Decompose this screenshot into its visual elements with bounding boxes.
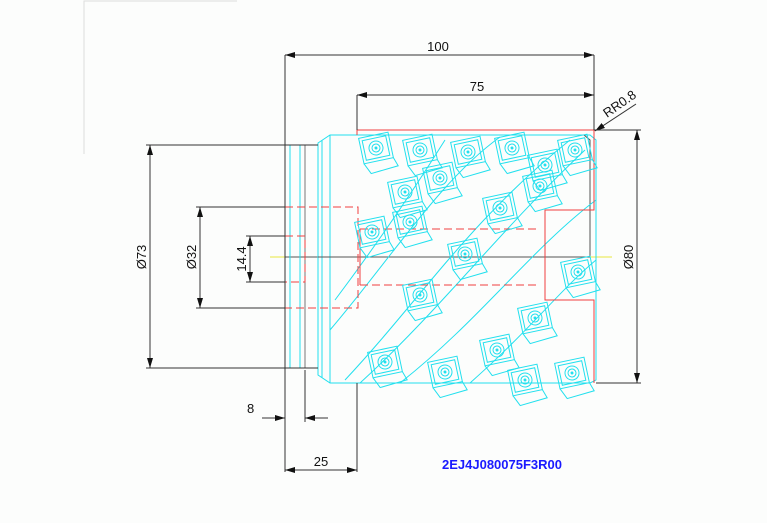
dimension-shank-diameter: Ø73 bbox=[134, 144, 318, 369]
cutting-insert bbox=[392, 205, 433, 249]
keyway-label: 14.4 bbox=[234, 246, 249, 271]
cutting-insert bbox=[450, 135, 491, 179]
cutting-insert bbox=[494, 131, 535, 175]
dimension-cutting-length: 75 bbox=[356, 79, 594, 130]
cutting-insert bbox=[367, 345, 408, 389]
cutting-insert bbox=[479, 333, 520, 377]
dimension-flange-width: 8 bbox=[247, 370, 328, 422]
cutting-insert bbox=[427, 355, 468, 399]
dim-100-label: 100 bbox=[427, 39, 449, 54]
dimension-keyway: 14.4 bbox=[234, 235, 285, 283]
dim-8-label: 8 bbox=[247, 401, 254, 416]
hidden-lines bbox=[285, 129, 595, 383]
dimension-shank-length: 25 bbox=[285, 383, 358, 473]
cutting-insert bbox=[402, 278, 443, 322]
cutting-insert bbox=[507, 363, 548, 407]
cutting-insert bbox=[482, 191, 523, 235]
dim-75-label: 75 bbox=[470, 79, 484, 94]
cutting-insert bbox=[527, 148, 568, 192]
dia-73-label: Ø73 bbox=[134, 245, 149, 270]
cutting-insert bbox=[557, 133, 598, 177]
part-number: 2EJ4J080075F3R00 bbox=[442, 457, 562, 472]
cutting-insert bbox=[554, 356, 595, 400]
dim-25-label: 25 bbox=[314, 454, 328, 469]
inserts-group bbox=[354, 131, 601, 407]
cutting-insert bbox=[354, 215, 395, 259]
dimension-overall-length: 100 bbox=[284, 39, 595, 472]
cutting-insert bbox=[560, 255, 601, 299]
cutting-insert bbox=[447, 237, 488, 281]
dia-80-label: Ø80 bbox=[621, 245, 636, 270]
cutting-insert bbox=[517, 301, 558, 345]
dimension-corner-radius: RR0.8 bbox=[594, 87, 639, 132]
dimension-bore-diameter: Ø32 bbox=[184, 206, 285, 309]
frame-border bbox=[83, 0, 237, 154]
dia-32-label: Ø32 bbox=[184, 245, 199, 270]
cutting-insert bbox=[387, 175, 428, 219]
cutting-insert bbox=[358, 131, 399, 175]
cutting-insert bbox=[422, 161, 463, 205]
cutter-body bbox=[317, 134, 597, 384]
cutting-insert bbox=[402, 133, 443, 177]
dimension-cutting-diameter: Ø80 bbox=[594, 129, 641, 384]
